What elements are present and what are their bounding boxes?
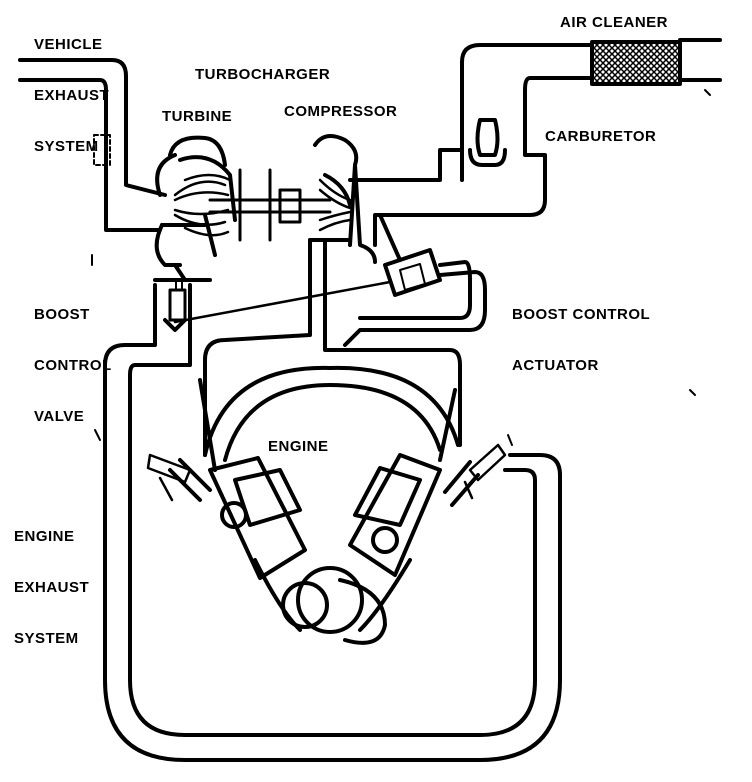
actuator-linkage — [173, 280, 392, 324]
vehicle-exhaust-label: VEHICLE EXHAUST SYSTEM — [34, 2, 109, 172]
engine-exhaust-label: ENGINE EXHAUST SYSTEM — [14, 494, 89, 664]
vehicle-exhaust-line-1: VEHICLE — [34, 36, 103, 53]
intake-manifold — [203, 238, 462, 457]
vehicle-exhaust-line-3: SYSTEM — [34, 138, 99, 155]
left-spark-plug-icon — [146, 453, 192, 502]
turbocharger-label: TURBOCHARGER — [195, 66, 331, 83]
carburetor-body — [460, 118, 507, 182]
boost-control-actuator-line-1: BOOST CONTROL — [512, 306, 651, 323]
compressor-housing — [308, 134, 377, 264]
air-cleaner-label: AIR CLEANER — [560, 14, 669, 31]
boost-control-actuator — [343, 213, 487, 347]
engine-head — [198, 365, 460, 472]
engine-exhaust-line-3: SYSTEM — [14, 630, 79, 647]
engine-exhaust-line-2: EXHAUST — [14, 579, 90, 596]
crankshaft — [253, 558, 412, 645]
vehicle-exhaust-pipe — [18, 58, 167, 232]
boost-control-valve-line-1: BOOST — [34, 306, 90, 323]
boost-control-actuator-label: BOOST CONTROL ACTUATOR — [512, 272, 650, 391]
engine-label: ENGINE — [268, 438, 329, 455]
boost-control-actuator-line-2: ACTUATOR — [512, 357, 599, 374]
turbine-label: TURBINE — [162, 108, 233, 125]
air-cleaner-element — [590, 40, 682, 86]
turbo-shaft — [208, 168, 332, 242]
scan-marks — [91, 89, 711, 446]
vehicle-exhaust-line-2: EXHAUST — [34, 87, 110, 104]
engine-exhaust-loop — [103, 283, 562, 762]
boost-control-valve-line-3: VALVE — [34, 408, 85, 425]
right-spark-plug-icon — [463, 443, 507, 500]
engine-exhaust-line-1: ENGINE — [14, 528, 75, 545]
turbine-housing — [153, 135, 237, 282]
compressor-wheel — [318, 178, 352, 232]
boost-control-valve-label: BOOST CONTROL VALVE — [34, 272, 112, 442]
compressor-label: COMPRESSOR — [284, 103, 398, 120]
air-intake-pipe — [348, 38, 722, 247]
right-cylinder — [348, 453, 480, 577]
turbine-wheel — [173, 173, 232, 237]
carburetor-label: CARBURETOR — [545, 128, 657, 145]
left-cylinder — [168, 456, 307, 580]
boost-control-valve-line-2: CONTROL — [34, 357, 112, 374]
